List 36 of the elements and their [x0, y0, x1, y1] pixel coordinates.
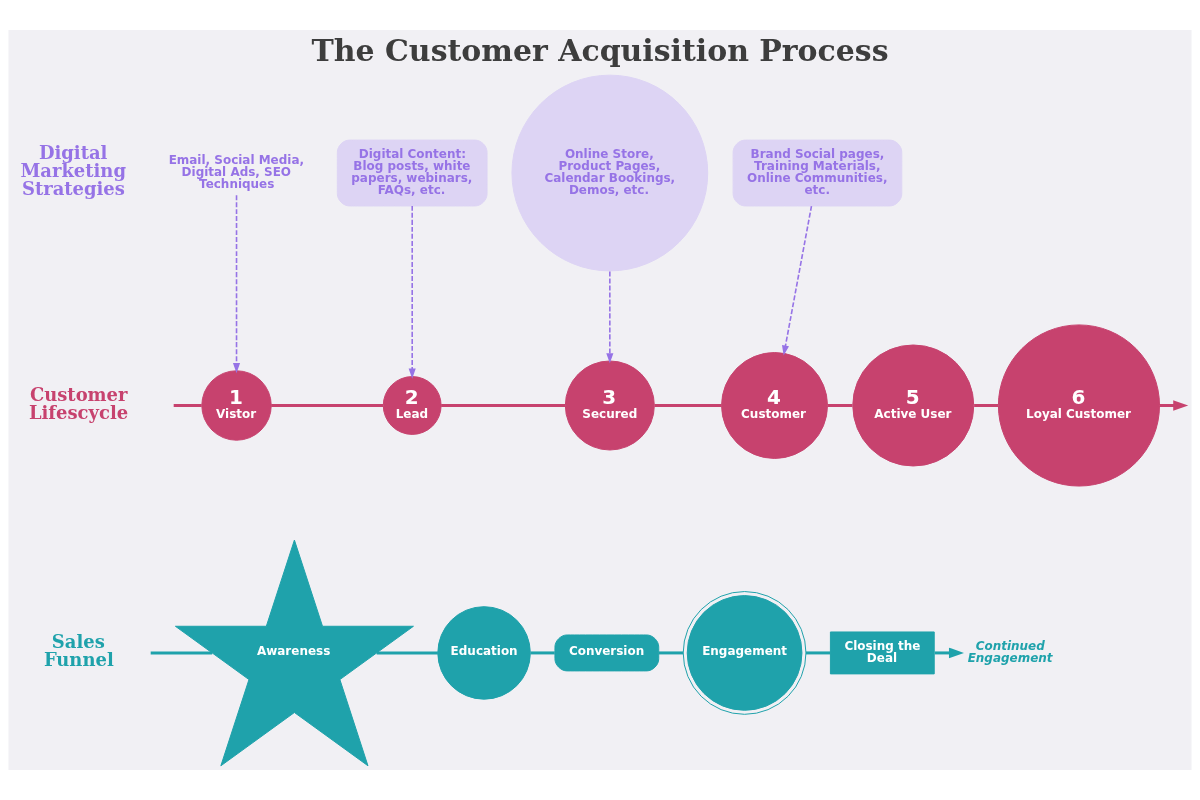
node-circle: 2 Lead [382, 376, 442, 435]
node-circle: Online Store, Product Pages, Calendar Bookings, Demos, etc. [511, 74, 709, 272]
node-box: Brand Social pages, Training Materials, Online Communities, etc. [732, 139, 903, 207]
diagram-title: The Customer Acquisition Process [311, 32, 889, 68]
connector [974, 404, 999, 407]
connector [530, 651, 555, 655]
node-circle: 5 Active User [852, 344, 975, 467]
connector [805, 651, 831, 655]
node-text: Email, Social Media, Digital Ads, SEO Techniques [168, 152, 305, 191]
arrow [232, 194, 241, 374]
connector [658, 651, 684, 655]
node-box: Closing the Deal [829, 631, 935, 675]
node-text: Continued Engagement [967, 638, 1053, 665]
connector [376, 651, 438, 655]
node-circle: 6 Loyal Customer [997, 324, 1161, 487]
arrow [782, 205, 813, 356]
connector [654, 404, 722, 407]
node-box: Digital Content: Blog posts, white papers, webinars, FAQs, etc. [336, 139, 488, 207]
label: Digital Marketing Strategies [20, 142, 126, 200]
node-circle: Engagement [682, 591, 807, 715]
node-circle: 4 Customer [721, 352, 828, 459]
connector [827, 404, 853, 407]
arrow [408, 205, 416, 379]
node-circle: 1 Vistor [201, 370, 272, 441]
arrow [1159, 400, 1189, 411]
connector [271, 404, 383, 407]
connector [441, 404, 566, 407]
connector [173, 404, 202, 407]
arrow [606, 270, 614, 364]
node-circle: Education [437, 606, 531, 700]
node-circle: 3 Secured [564, 360, 655, 451]
connector [150, 651, 213, 655]
node-box: Conversion [554, 634, 660, 672]
label: Customer Lifescycle [28, 383, 129, 423]
arrow [934, 647, 964, 659]
label: Sales Funnel [43, 631, 114, 671]
